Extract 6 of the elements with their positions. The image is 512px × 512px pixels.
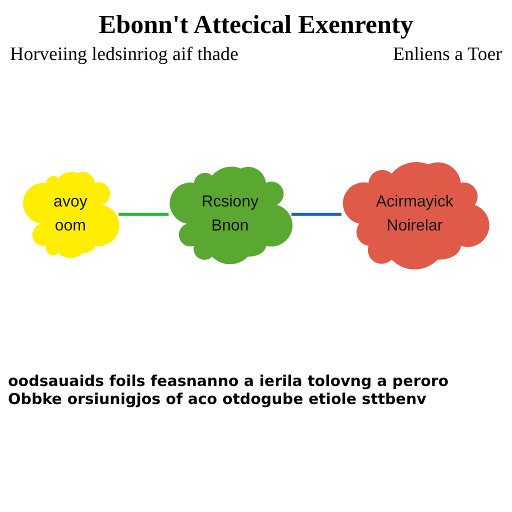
caption: oodsauaids foils feasnanno a ierila tolovng a peroro Obbke orsiunigjos of aco otdogube etiole sttbenv [8, 372, 450, 408]
note-text: Horveiing ledsinriog aif thade [10, 44, 238, 66]
note-text: Enliens a Toer [392, 44, 502, 66]
connector [118, 213, 168, 216]
connector [291, 213, 342, 216]
title: Ebonn't Attecical Exenrenty [98, 10, 414, 40]
